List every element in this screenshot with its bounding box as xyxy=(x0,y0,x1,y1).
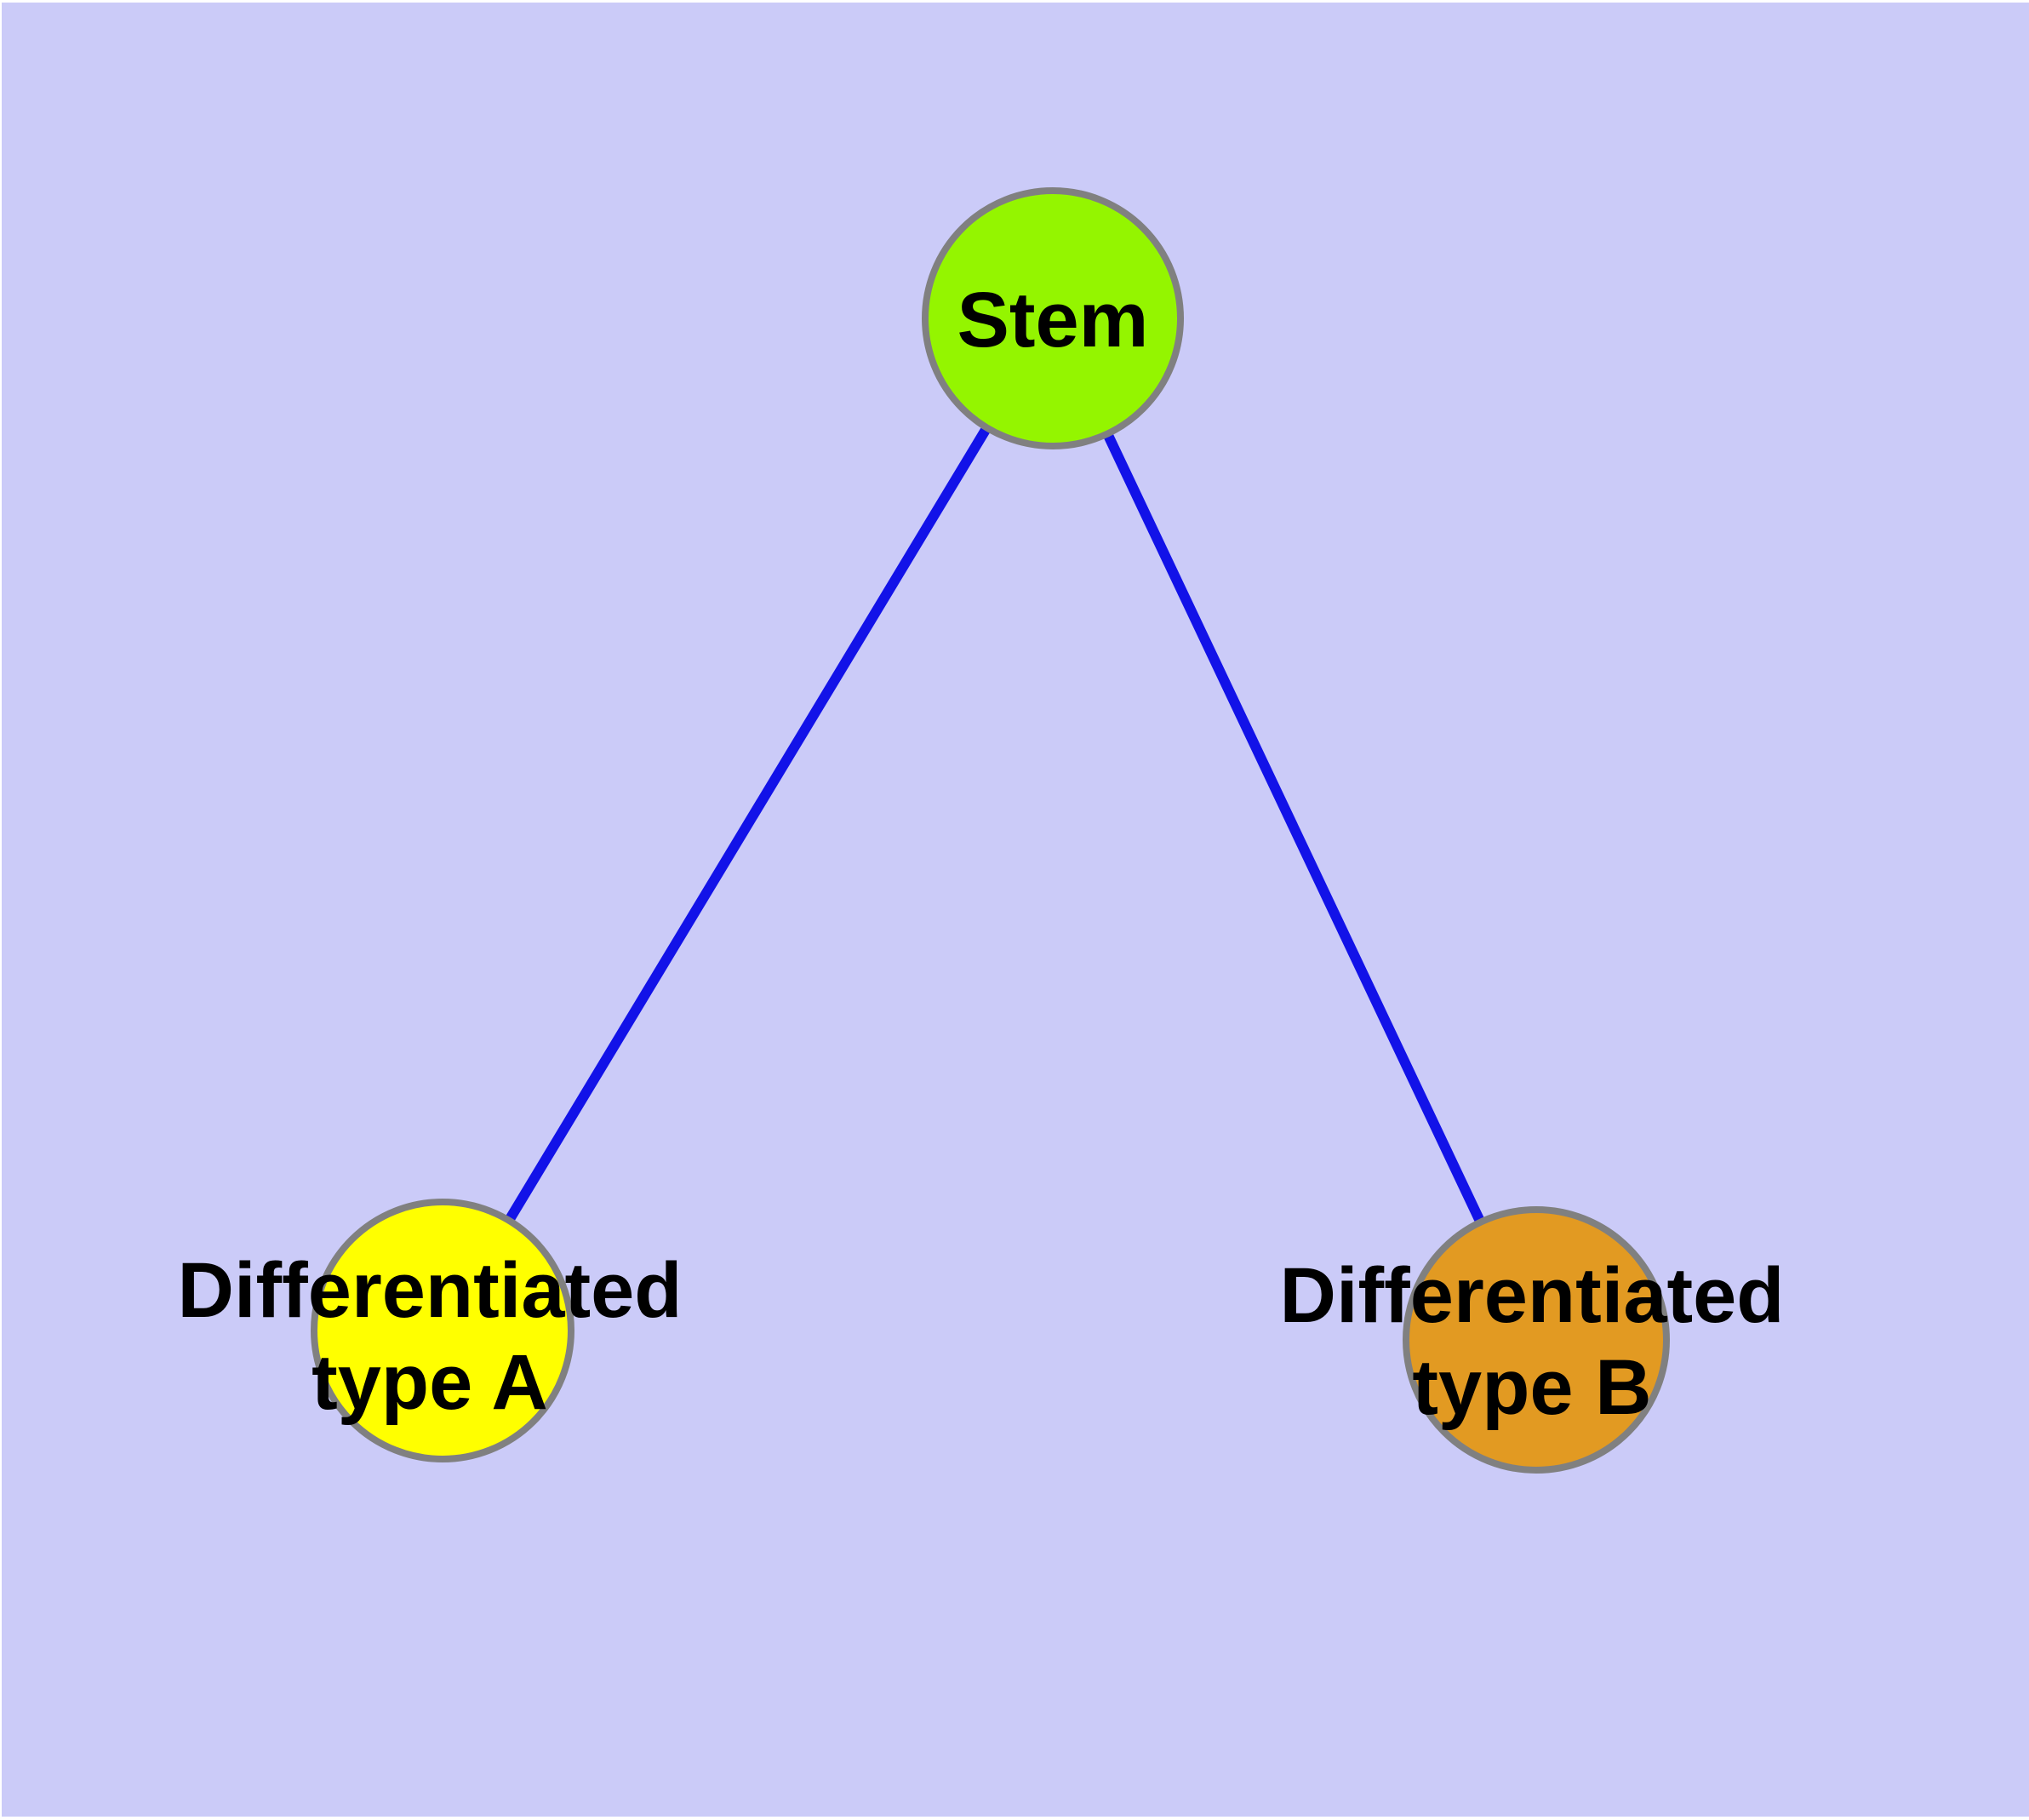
node-typeB: Differentiated type B xyxy=(1280,1206,1785,1474)
node-typeB-label-line2: type B xyxy=(1412,1344,1651,1431)
edge-stem-typeA xyxy=(437,313,1058,1336)
node-typeA-circle xyxy=(311,1199,574,1462)
node-typeB-circle xyxy=(1403,1206,1670,1474)
node-typeA-label-line1: Differentiated xyxy=(178,1247,683,1334)
node-typeA-label-line2: type A xyxy=(311,1339,548,1426)
node-stem-circle xyxy=(922,187,1184,449)
node-stem-label: Stem xyxy=(957,277,1149,363)
node-typeA: Differentiated type A xyxy=(178,1199,683,1462)
node-stem: Stem xyxy=(922,187,1184,449)
edge-stem-typeB xyxy=(1048,313,1541,1345)
edge-group xyxy=(437,313,1541,1345)
node-typeB-label-line1: Differentiated xyxy=(1280,1252,1785,1339)
